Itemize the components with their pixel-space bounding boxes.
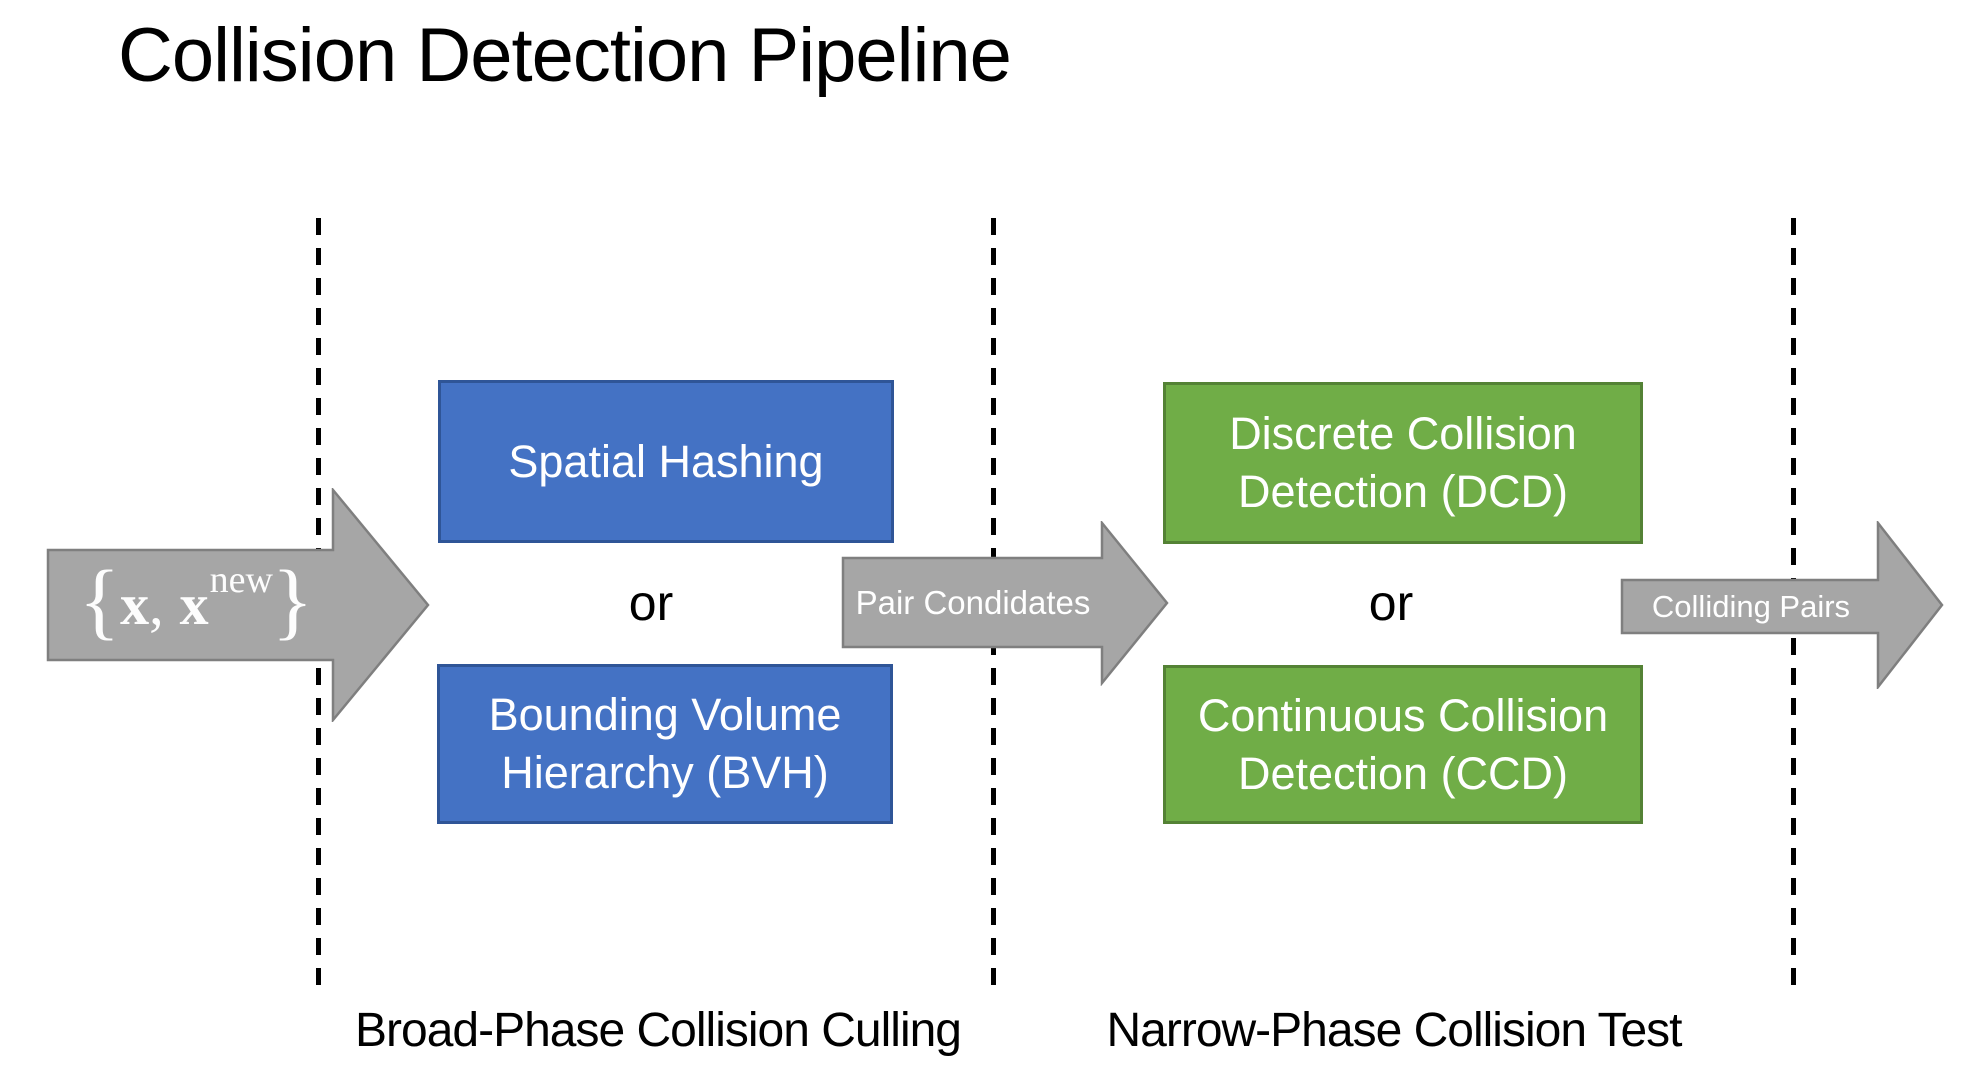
input-arrow: [46, 488, 430, 722]
pair-candidates-label: Pair Condidates: [855, 583, 1091, 621]
method-box-label: Bounding Volume Hierarchy (BVH): [488, 689, 842, 798]
x-current: x: [120, 571, 150, 637]
colliding-pairs-arrow-shape: [1620, 521, 1944, 689]
method-box-ccd: Continuous Collision Detection (CCD): [1163, 665, 1643, 824]
colliding-pairs-label: Colliding Pairs: [1651, 588, 1851, 624]
broad-phase-caption: Broad-Phase Collision Culling: [355, 1004, 962, 1057]
page-title: Collision Detection Pipeline: [118, 13, 1012, 98]
method-box-bvh: Bounding Volume Hierarchy (BVH): [437, 664, 893, 824]
narrow-phase-caption: Narrow-Phase Collision Test: [1106, 1004, 1682, 1057]
input-arrow-shape: [46, 488, 430, 722]
x-new: x: [179, 571, 209, 637]
method-box-spatial-hashing: Spatial Hashing: [438, 380, 894, 543]
open-brace: {: [78, 552, 121, 648]
or-connector-narrow: or: [1368, 575, 1414, 631]
method-box-label: Spatial Hashing: [508, 435, 824, 487]
pair-candidates-arrow: [841, 521, 1169, 686]
superscript-new: new: [209, 559, 273, 601]
method-box-label: Continuous Collision Detection (CCD): [1197, 689, 1609, 799]
comma: ,: [149, 571, 164, 637]
method-box-dcd: Discrete Collision Detection (DCD): [1163, 382, 1643, 544]
or-connector-broad: or: [628, 575, 674, 631]
method-box-label: Discrete Collision Detection (DCD): [1229, 408, 1577, 517]
close-brace: }: [271, 552, 314, 648]
pair-candidates-arrow-shape: [841, 521, 1169, 686]
colliding-pairs-arrow: [1620, 521, 1944, 689]
